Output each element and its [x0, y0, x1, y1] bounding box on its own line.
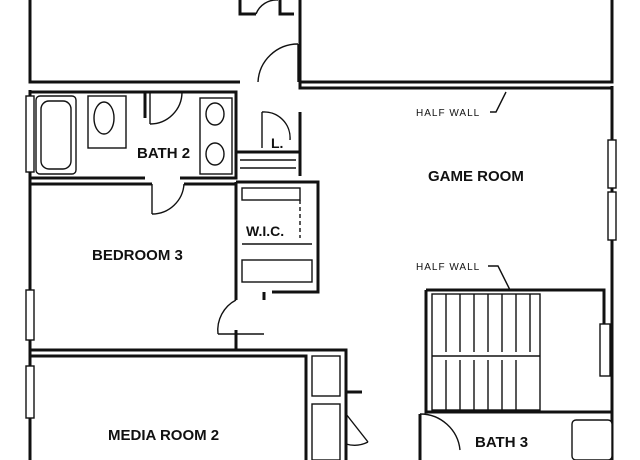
half-wall-leader-top: [490, 91, 507, 113]
media-closet-2: [311, 403, 341, 460]
bath3-tub: [571, 419, 613, 460]
window-game-room-2: [607, 191, 617, 241]
upper-room-door-arc: [257, 43, 299, 83]
hall-door-arc: [217, 299, 237, 335]
upper-left-room-wall: [28, 0, 240, 84]
stair-top-wall: [426, 288, 606, 330]
note-leaders: [488, 91, 511, 291]
bath3-door-arc: [419, 413, 461, 451]
stairs: [431, 293, 541, 411]
window-game-room-1: [607, 139, 617, 189]
linen-box: [236, 112, 302, 154]
room-label-wic: W.I.C.: [246, 223, 284, 239]
bath2-fixtures: [35, 91, 233, 215]
room-label-bedroom3: BEDROOM 3: [92, 247, 183, 264]
wic-shelf-3: [241, 259, 313, 283]
room-label-bath3: BATH 3: [475, 434, 528, 451]
sink-1: [205, 102, 225, 126]
note-half-wall-bottom: HALF WALL: [416, 262, 480, 273]
bath2-door-arc: [149, 91, 183, 125]
stair-outline: [431, 293, 541, 411]
wic-wall: [236, 180, 320, 294]
stair-treads: [445, 294, 531, 410]
window-stair: [599, 323, 611, 377]
half-wall-leader-bottom: [488, 265, 511, 291]
wic-shelf: [241, 187, 301, 201]
note-half-wall-top: HALF WALL: [416, 108, 480, 119]
sink-2: [205, 142, 225, 166]
upper-doors: [255, 0, 299, 83]
window-bedroom3: [25, 289, 35, 341]
windows: [25, 95, 617, 419]
closet-wall-top: [238, 0, 256, 16]
room-label-linen: L.: [271, 135, 283, 151]
window-media-room: [25, 365, 35, 419]
walls: [28, 0, 614, 460]
media-room-wall: [30, 354, 308, 460]
closet-wall-top-2: [278, 0, 294, 16]
room-label-bath2: BATH 2: [137, 145, 190, 162]
upper-closet-door: [255, 0, 278, 15]
wic-details: [217, 187, 313, 335]
bathtub-basin: [40, 100, 72, 170]
closet-door-leaf: [345, 413, 369, 443]
game-room-top-wall: [298, 82, 612, 90]
bedroom3-door-arc: [151, 183, 185, 215]
media-closet: [311, 355, 341, 397]
room-label-game-room: GAME ROOM: [428, 168, 524, 185]
room-label-media-room2: MEDIA ROOM 2: [108, 427, 219, 444]
closet-door-arc: [345, 441, 369, 446]
linen-details: [240, 111, 296, 169]
toilet-bowl: [93, 101, 115, 135]
linen-door-arc: [261, 111, 291, 141]
upper-right-room-wall: [298, 0, 614, 84]
bedroom3-bottom-wall: [30, 348, 348, 460]
media-area-details: [311, 355, 613, 460]
stair-left-wall: [424, 290, 612, 414]
window-bath2: [25, 95, 35, 173]
